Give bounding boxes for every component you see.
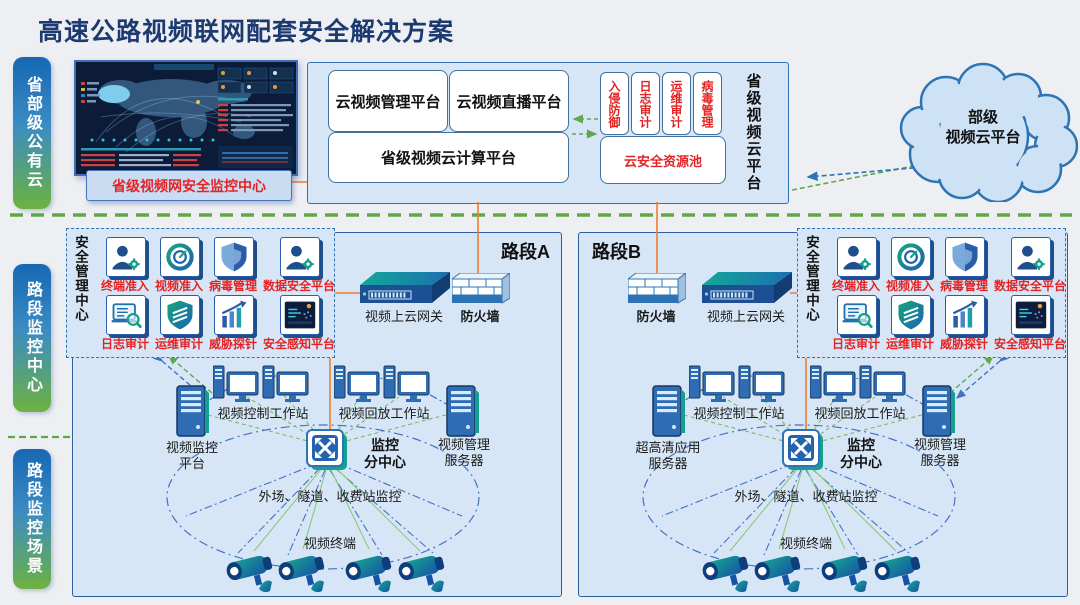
security-item-label: 运维审计 [885,337,934,351]
field-tunnel-toll-monitor-label: 外场、隧道、收费站监控 [734,489,878,504]
video-mgmt-server-device [446,385,480,442]
终端准入-icon [106,237,146,277]
security-item-label: 日志审计 [100,337,149,351]
service-intrusion-prevention: 入侵防御 [600,72,629,135]
security-item-label: 病毒管理 [939,279,988,293]
日志审计-icon [106,295,146,335]
left-server-label: 超高清应用服务器 [635,440,701,471]
monitor-subcenter-label: 监控分中心 [364,437,406,470]
security-item-label: 威胁探针 [939,337,988,351]
运维审计-icon [891,295,931,335]
security-mgmt-center-a: 安全管理中心 终端准入视频准入病毒管理数据安全平台日志审计运维审计威胁探针安全感… [66,228,335,358]
cloud-video-mgmt-platform: 云视频管理平台 [328,70,448,132]
security-item-label: 病毒管理 [208,279,257,293]
security-mgmt-center-b: 安全管理中心 终端准入视频准入病毒管理数据安全平台日志审计运维审计威胁探针安全感… [797,228,1066,358]
rail-section-monitor-scene: 路段监控场景 [13,449,51,589]
firewall-device [626,272,688,310]
security-item-label: 数据安全平台 [262,279,335,293]
威胁探针-icon [945,295,985,335]
rail-province-public-cloud: 省部级公有云 [13,57,51,209]
video-mgmt-server-label: 视频管理服务器 [913,437,966,468]
cloud-security-resource-pool: 云安全资源池 [600,136,726,184]
monitor-subcenter-label: 监控分中心 [840,437,882,470]
cctv-camera-icon [752,550,806,601]
security-item-label: 终端准入 [831,279,880,293]
left-server-device [176,385,210,442]
security-item-label: 运维审计 [154,337,203,351]
威胁探针-icon [214,295,254,335]
ministry-video-cloud: 部级 视频云平台 [888,56,1079,204]
数据安全平台-icon [280,237,320,277]
cctv-camera-icon [343,550,397,601]
service-log-audit: 日志审计 [631,72,660,135]
video-cloud-gateway-label: 视频上云网关 [706,309,785,324]
cloud-video-live-platform: 云视频直播平台 [449,70,569,132]
monitor-subcenter-hub-icon [782,429,824,476]
section-a-title: 路段A [501,242,550,262]
video-playback-workstation-label: 视频回放工作站 [338,406,430,421]
provincial-video-cloud-side-label: 省级视频云平台 [744,73,762,192]
security-item-label: 日志审计 [831,337,880,351]
field-tunnel-toll-monitor-label: 外场、隧道、收费站监控 [258,489,402,504]
日志审计-icon [837,295,877,335]
security-item-label: 终端准入 [100,279,149,293]
security-item-label: 威胁探针 [208,337,257,351]
video-cloud-gateway-device [360,272,450,311]
video-playback-workstation-label: 视频回放工作站 [814,406,906,421]
cctv-camera-icon [819,550,873,601]
运维审计-icon [160,295,200,335]
video-mgmt-server-device [922,385,956,442]
video-control-workstation-label: 视频控制工作站 [217,406,309,421]
病毒管理-icon [945,237,985,277]
病毒管理-icon [214,237,254,277]
视频准入-icon [160,237,200,277]
security-item-label: 数据安全平台 [993,279,1066,293]
video-control-workstation-label: 视频控制工作站 [693,406,785,421]
left-server-device [652,385,686,442]
cctv-camera-icon [396,550,450,601]
firewall-label: 防火墙 [460,309,500,324]
security-item-label: 安全感知平台 [993,337,1066,351]
world-map-graphic [81,64,294,168]
rail-section-monitor-center: 路段监控中心 [13,264,51,412]
left-server-label: 视频监控平台 [165,440,218,471]
provincial-video-cloud-computing-platform: 省级视频云计算平台 [328,132,569,183]
video-cloud-gateway-device [702,272,792,311]
cctv-camera-icon [700,550,754,601]
service-ops-audit: 运维审计 [662,72,691,135]
firewall-label: 防火墙 [636,309,676,324]
security-item-label: 视频准入 [885,279,934,293]
monitor-subcenter-hub-icon [306,429,348,476]
service-virus-mgmt: 病毒管理 [693,72,722,135]
安全感知平台-icon [1011,295,1051,335]
video-mgmt-server-label: 视频管理服务器 [437,437,490,468]
security-mgmt-center-b-side-label: 安全管理中心 [804,235,819,322]
firewall-device [450,272,512,310]
security-monitor-dashboard-screenshot [74,60,298,176]
终端准入-icon [837,237,877,277]
视频准入-icon [891,237,931,277]
security-item-label: 视频准入 [154,279,203,293]
安全感知平台-icon [280,295,320,335]
security-mgmt-center-a-side-label: 安全管理中心 [73,235,88,322]
video-cloud-gateway-label: 视频上云网关 [364,309,443,324]
security-item-label: 安全感知平台 [262,337,335,351]
cctv-camera-icon [872,550,926,601]
数据安全平台-icon [1011,237,1051,277]
cctv-camera-icon [276,550,330,601]
page-title: 高速公路视频联网配套安全解决方案 [38,18,455,46]
section-b-title: 路段B [592,242,641,262]
provincial-video-security-monitor-center-label: 省级视频网安全监控中心 [86,170,292,201]
ministry-cloud-line2: 视频云平台 [945,129,1021,146]
cctv-camera-icon [224,550,278,601]
ministry-cloud-line1: 部级 [967,109,998,126]
